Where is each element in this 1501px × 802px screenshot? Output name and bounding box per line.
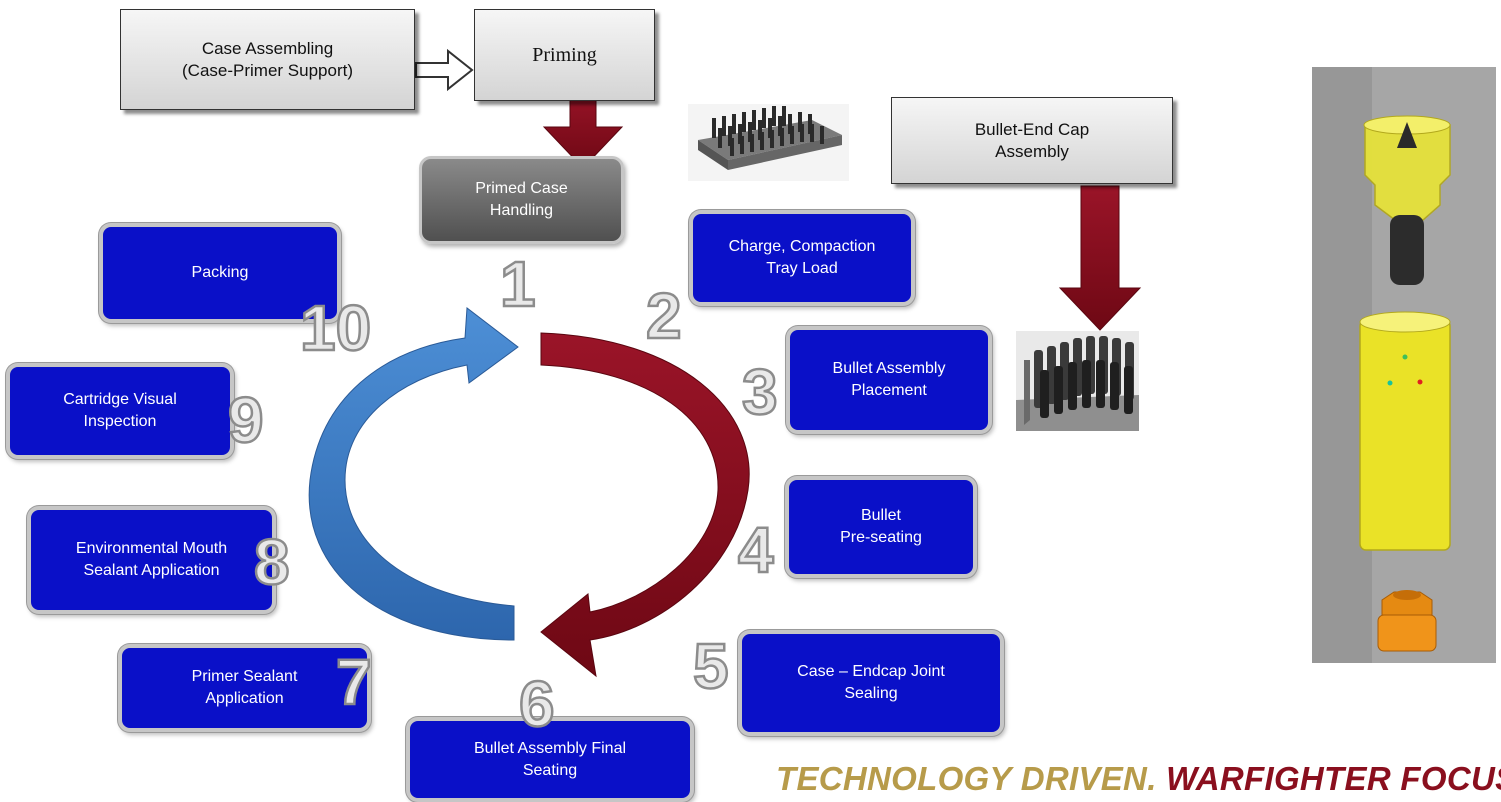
step-3-bullet-assembly-placement: Bullet Assembly Placement (786, 326, 992, 434)
step-number-6: 6 (518, 668, 556, 740)
bullet-endcap-assembly-box: Bullet-End Cap Assembly (891, 97, 1173, 184)
tray-image-large (1016, 331, 1139, 431)
primed-case-handling-box: Primed Case Handling (419, 156, 624, 244)
priming-box: Priming (474, 9, 655, 101)
step-number-3: 3 (741, 356, 779, 428)
tagline-part-2: WARFIGHTER FOCUS (1166, 760, 1501, 797)
step-8-mouth-sealant: Environmental Mouth Sealant Application (27, 506, 276, 614)
step-number-2: 2 (645, 280, 683, 352)
step-number-10: 10 (299, 292, 373, 364)
step-10-packing: Packing (99, 223, 341, 323)
step-number-7: 7 (335, 646, 373, 718)
cartridge-exploded-view (1312, 67, 1496, 663)
case-assembling-box: Case Assembling (Case-Primer Support) (120, 9, 415, 110)
step-number-4: 4 (737, 514, 775, 586)
step-number-5: 5 (692, 630, 730, 702)
step-5-case-endcap-sealing: Case – Endcap Joint Sealing (738, 630, 1004, 736)
step-number-1: 1 (499, 248, 537, 320)
step-number-9: 9 (227, 384, 265, 456)
endcap-down-arrow (1058, 185, 1142, 331)
step-4-bullet-preseating: Bullet Pre-seating (785, 476, 977, 578)
step-6-bullet-final-seating: Bullet Assembly Final Seating (406, 717, 694, 802)
tagline-part-1: TECHNOLOGY DRIVEN. (776, 760, 1167, 797)
red-cycle-arrow (540, 332, 750, 678)
tray-image-small (688, 104, 849, 181)
step-2-charge-compaction: Charge, Compaction Tray Load (689, 210, 915, 306)
blue-cycle-arrow (308, 307, 519, 641)
hollow-arrow (415, 48, 474, 92)
step-9-visual-inspection: Cartridge Visual Inspection (6, 363, 234, 459)
tagline: TECHNOLOGY DRIVEN. WARFIGHTER FOCUS (776, 760, 1501, 798)
step-7-primer-sealant: Primer Sealant Application (118, 644, 371, 732)
step-number-8: 8 (253, 526, 291, 598)
